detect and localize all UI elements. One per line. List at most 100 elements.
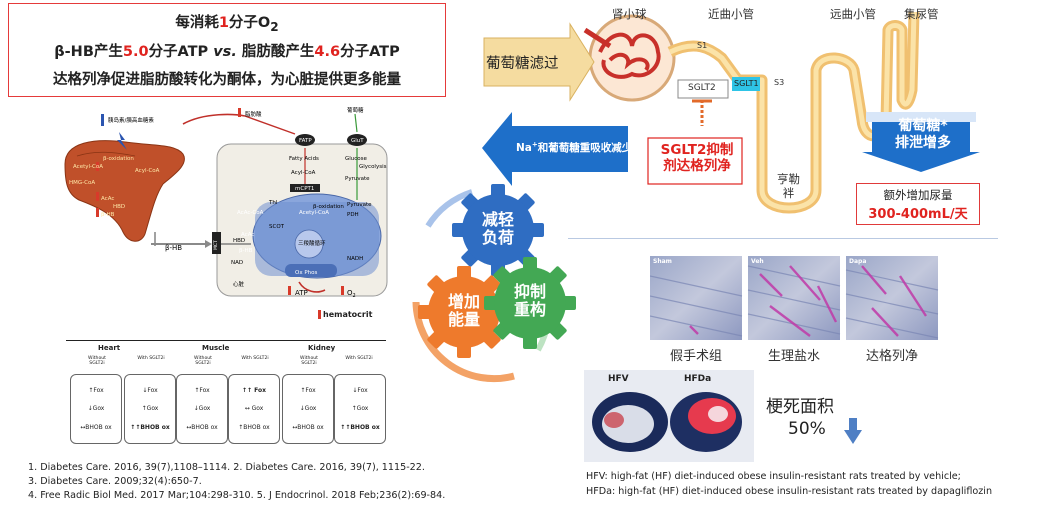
mech-subscript: 2 (270, 20, 279, 35)
glucose-label: 葡萄糖 (347, 106, 364, 114)
cell-label: Fatty Acids (289, 156, 319, 162)
organ-muscle: Muscle (202, 344, 230, 352)
glut-label: GluT (351, 138, 364, 144)
cell-line: ↑↑BHOB ox (340, 424, 380, 432)
up-arrow-icon (238, 108, 241, 117)
distal-tubule-label: 远曲小管 (830, 7, 876, 21)
table-cell: ↓Fox↑Gox↑↑BHOB ox (124, 374, 176, 444)
cell-line: ↔BHOB ox (186, 424, 218, 432)
liver-label: Acyl-CoA (135, 168, 160, 174)
fatty-acid-label: 脂肪酸 (245, 110, 262, 118)
mech-number: 5.0 (122, 44, 149, 61)
cell-label: Pyruvate (345, 176, 370, 182)
proximal-tubule-label: 近曲小管 (708, 7, 754, 21)
mech-number: 4.6 (314, 44, 341, 61)
liver-label: β-HB (101, 212, 115, 218)
sglt2-label: SGLT2 (688, 83, 716, 93)
gear-cluster (412, 184, 576, 383)
cycle-arc (425, 189, 473, 228)
table-cell: ↑↑ Fox↔ Gox↑BHOB ox (228, 374, 280, 444)
fatty-acid-arrow (244, 115, 296, 135)
glucose-excretion-label: 葡萄糖*排泄增多 (868, 118, 978, 152)
panel-tag-dapa: Dapa (849, 258, 867, 265)
cell-label: mCPT1 (295, 186, 314, 192)
cell-label: NAD (231, 260, 243, 266)
excretion-text: 葡萄糖* (898, 118, 948, 134)
up-arrow-icon (318, 310, 321, 319)
cell-line: ↓Gox (193, 405, 211, 413)
filter-arrow (483, 22, 595, 102)
henle-loop-label: 亨勒袢 (777, 172, 800, 201)
mcpt1-box (290, 184, 320, 192)
cell-label: NADH (347, 256, 363, 262)
liver-label: Acetyl-CoA (73, 164, 103, 170)
infarct-size-title: 梗死面积 (766, 397, 834, 417)
sglt2-box (677, 79, 729, 99)
mech-vs: vs. (213, 44, 237, 61)
excretion-text: 排泄增多 (895, 134, 951, 151)
gear-text: 减轻 (481, 210, 514, 229)
gear-label-increase-energy: 增加能量 (440, 292, 488, 330)
col-without: Without SGLT2i (300, 356, 318, 367)
glomerulus-capillaries (598, 32, 661, 79)
sglt1-label: SGLT1 (734, 79, 759, 88)
mech-text: 每消耗 (175, 15, 219, 32)
tca-cycle-icon (294, 229, 324, 259)
reabsorb-sup: + (531, 140, 538, 149)
cell-line: ↑Gox (351, 405, 369, 413)
cell-label: AcAc (241, 232, 254, 238)
col-without: Without SGLT2i (194, 356, 212, 367)
fatty-acid-arrow (182, 113, 246, 125)
gear-text: 负荷 (481, 228, 514, 248)
gear-reduce-load (452, 184, 544, 276)
liver-label: HBD (113, 204, 125, 210)
fibrosis-stain (689, 265, 928, 337)
nephron-diagram (482, 11, 980, 214)
up-arrow-icon (96, 162, 99, 171)
cell-label: Thl (268, 200, 278, 206)
panel-tag-sham: Sham (653, 258, 672, 265)
bowman-capsule (588, 14, 676, 102)
section-divider (568, 238, 998, 239)
urine-title: 额外增加尿量 (883, 187, 953, 202)
sglt2-inhibitor-label: SGLT2抑制剂达格列净 (650, 142, 744, 174)
cell-line: ↑BHOB ox (238, 424, 270, 432)
bhb-label: β-HB (165, 244, 182, 252)
organ-kidney: Kidney (308, 344, 336, 352)
down-arrow-icon (101, 114, 104, 126)
urine-volume-box: 额外增加尿量 300-400mL/天 (856, 183, 980, 225)
cell-label: Pyruvate (347, 202, 372, 208)
cell-label: Acetyl-CoA (299, 210, 329, 216)
cell-line: ↔BHOB ox (80, 424, 112, 432)
mechanism-box: 每消耗1分子O2 β-HB产生5.0分子ATP vs. 脂肪酸产生4.6分子AT… (8, 3, 446, 97)
histology-label-sham: 假手术组 (669, 349, 722, 364)
s3-label: S3 (774, 78, 785, 87)
excretion-arrow-cap (866, 112, 976, 122)
cell-label: HBD (233, 238, 245, 244)
gear-text: 重构 (513, 300, 546, 320)
mct-label: MCT (213, 240, 219, 250)
liver-label: AcAc (101, 196, 114, 202)
cell-line: ↓Fox (142, 386, 158, 394)
liver-lobe-line (76, 151, 136, 157)
collecting-duct-label: 集尿管 (904, 7, 939, 21)
reference-line-3: 4. Free Radic Biol Med. 2017 Mar;104:298… (28, 490, 446, 501)
cell-label: Acyl-CoA (291, 170, 316, 176)
mech-text: 分子ATP (148, 44, 214, 61)
reabsorb-text: 和葡萄糖重吸收减少 (537, 142, 633, 154)
drug-text: SGLT2抑制 (660, 142, 734, 158)
cell-label: Ox Phos (295, 270, 317, 276)
infarct-size-value: 50% (788, 419, 826, 439)
metabolism-diagram: 胰岛素/胰高血糖素 脂肪酸 葡萄糖 FATP GluT Acetyl-CoA β… (64, 106, 388, 299)
col-with: With SGLT2i (345, 356, 373, 361)
excretion-arrow (862, 118, 980, 172)
reference-line-1: 1. Diabetes Care. 2016, 39(7),1108–1114.… (28, 462, 425, 473)
cell-label: β-oxidation (313, 204, 344, 210)
cell-line: ↑↑ Fox (242, 386, 266, 394)
mechanism-line-2: β-HB产生5.0分子ATP vs. 脂肪酸产生4.6分子ATP (54, 40, 399, 61)
o2-label: O2 (347, 289, 356, 299)
cell-label: β-HB (239, 248, 253, 254)
hematocrit-label: hematocrit (318, 310, 372, 319)
henle-text: 亨勒 (777, 172, 800, 186)
liver-shape (64, 140, 185, 242)
